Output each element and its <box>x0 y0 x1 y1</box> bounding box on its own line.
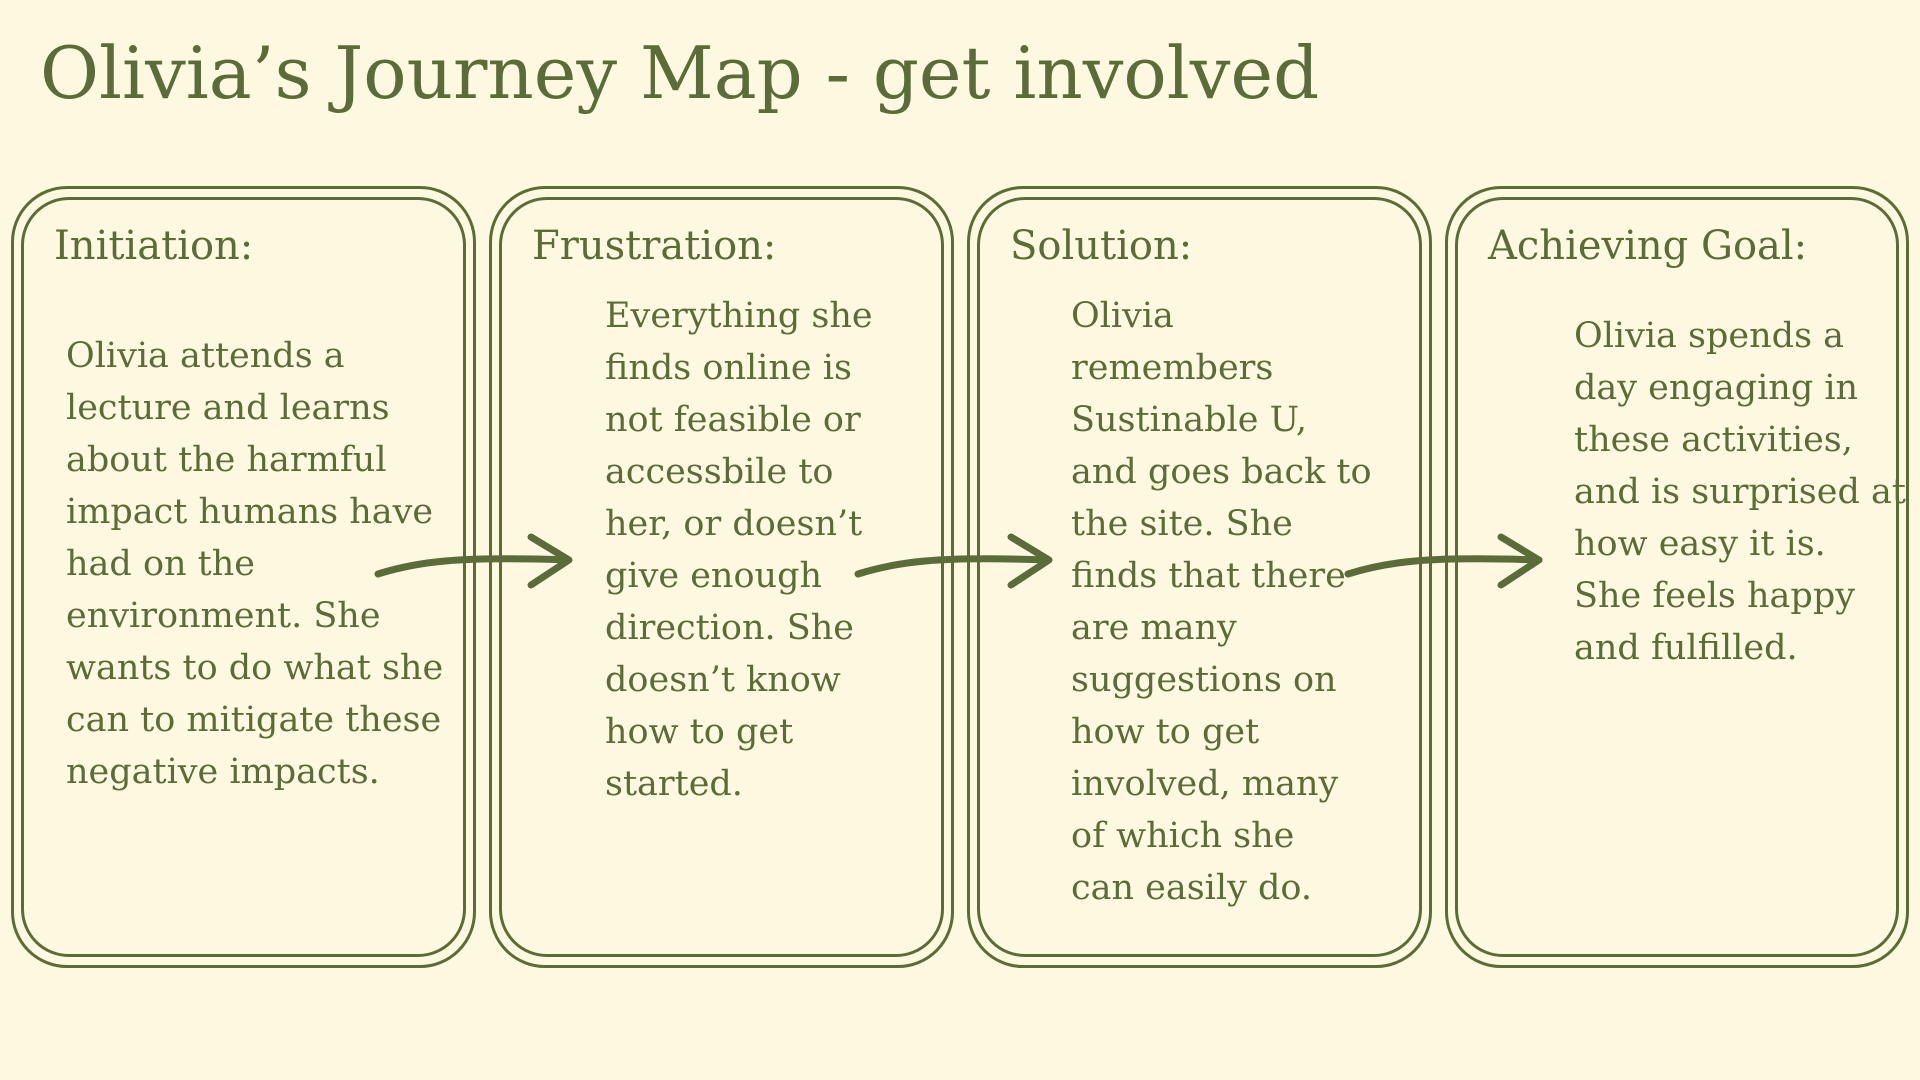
stage-card-solution: Solution: Olivia remembers Sustinable U,… <box>967 186 1432 968</box>
stage-card-inner-border: Initiation: Olivia attends a lecture and… <box>21 197 466 957</box>
stage-text-initiation: Olivia attends a lecture and learns abou… <box>66 336 444 792</box>
stage-heading-solution: Solution: <box>1010 223 1193 269</box>
stage-card-inner-border: Achieving Goal: Olivia spends a day enga… <box>1455 197 1906 957</box>
stage-card-inner-border: Solution: Olivia remembers Sustinable U,… <box>977 197 1422 957</box>
arrow-right-icon <box>1344 533 1543 589</box>
stage-card-inner-border: Frustration: Everything she finds online… <box>499 197 944 957</box>
stage-card-frustration: Frustration: Everything she finds online… <box>489 186 954 968</box>
stage-heading-frustration: Frustration: <box>532 223 777 269</box>
stage-card-initiation: Initiation: Olivia attends a lecture and… <box>11 186 476 968</box>
stage-text-solution: Olivia remembers Sustinable U, and goes … <box>1071 296 1372 908</box>
arrow-right-icon <box>854 533 1053 589</box>
arrow-right-icon <box>374 533 573 589</box>
stage-card-achieving-goal: Achieving Goal: Olivia spends a day enga… <box>1445 186 1909 968</box>
stage-text-frustration: Everything she finds online is not feasi… <box>605 296 873 804</box>
stage-heading-achieving-goal: Achieving Goal: <box>1488 223 1808 269</box>
stage-text-achieving-goal: Olivia spends a day engaging in these ac… <box>1574 316 1906 668</box>
stage-heading-initiation: Initiation: <box>54 223 254 269</box>
page-title: Olivia’s Journey Map - get involved <box>40 31 1320 115</box>
